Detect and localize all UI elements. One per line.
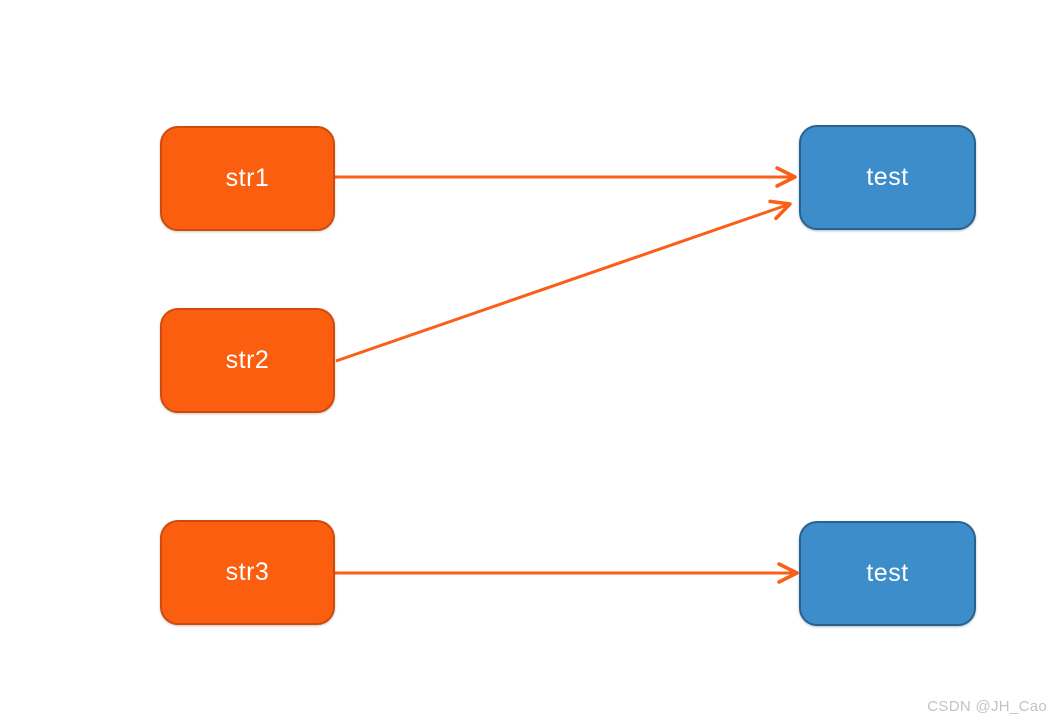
node-test2: test	[799, 521, 976, 626]
node-str3-label: str3	[225, 558, 270, 586]
edge-str2-to-test	[335, 199, 792, 363]
node-test1: test	[799, 125, 976, 230]
node-str1: str1	[160, 126, 335, 231]
node-str2: str2	[160, 308, 335, 413]
node-str2-label: str2	[225, 346, 270, 374]
node-test1-label: test	[866, 163, 909, 191]
node-str1-label: str1	[225, 164, 270, 192]
node-str3: str3	[160, 520, 335, 625]
watermark: CSDN @JH_Cao	[927, 698, 1047, 715]
node-test2-label: test	[866, 559, 909, 587]
